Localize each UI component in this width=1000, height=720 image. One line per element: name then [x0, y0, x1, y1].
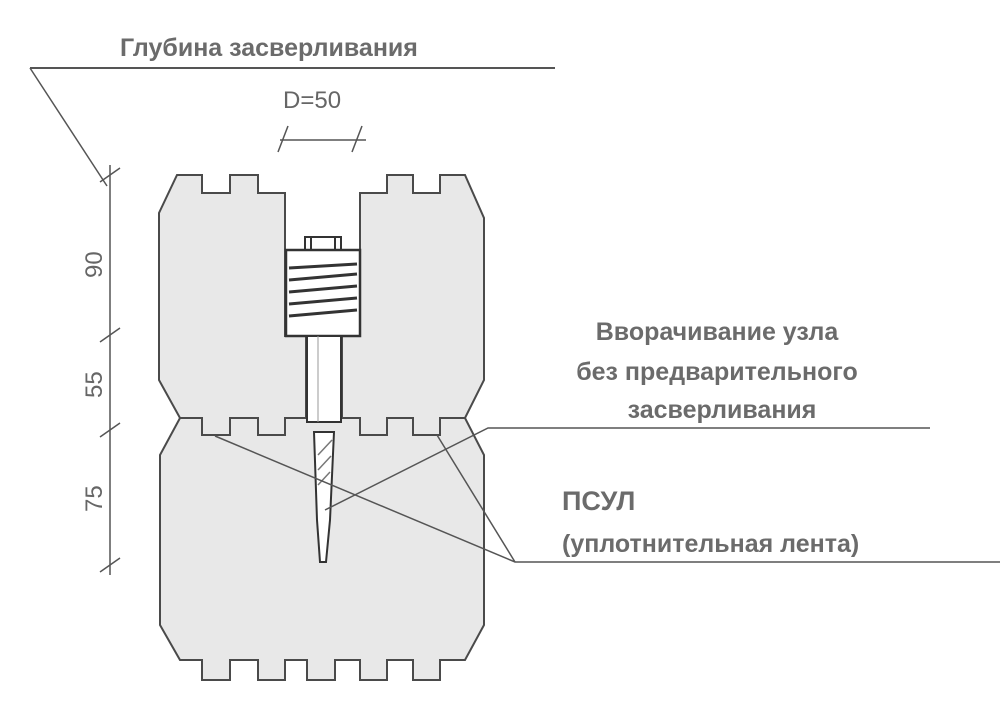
drilling-depth-leader [29, 67, 108, 187]
screw-bolt [284, 236, 362, 563]
screwing-note-line3: засверливания [628, 396, 817, 424]
screwing-note-line1: Вворачивание узла [596, 318, 840, 346]
top-beam [158, 174, 485, 436]
spring [284, 248, 362, 338]
dimension-90: 90 [81, 251, 108, 278]
drilling-depth-label: Глубина засверливания [120, 34, 418, 62]
diameter-label: D=50 [283, 87, 341, 114]
diameter-dimension-line [277, 125, 366, 153]
dimension-75: 75 [81, 485, 108, 512]
seal-title: ПСУЛ [562, 486, 635, 516]
dimension-55: 55 [81, 371, 108, 398]
screwing-note-line2: без предварительного [576, 358, 858, 386]
seal-leader [214, 434, 1000, 563]
seal-subtitle: (уплотнительная лента) [562, 530, 859, 558]
height-dimension-line [99, 165, 121, 575]
screwing-note-leader [324, 427, 930, 511]
screw-tip [312, 431, 336, 563]
